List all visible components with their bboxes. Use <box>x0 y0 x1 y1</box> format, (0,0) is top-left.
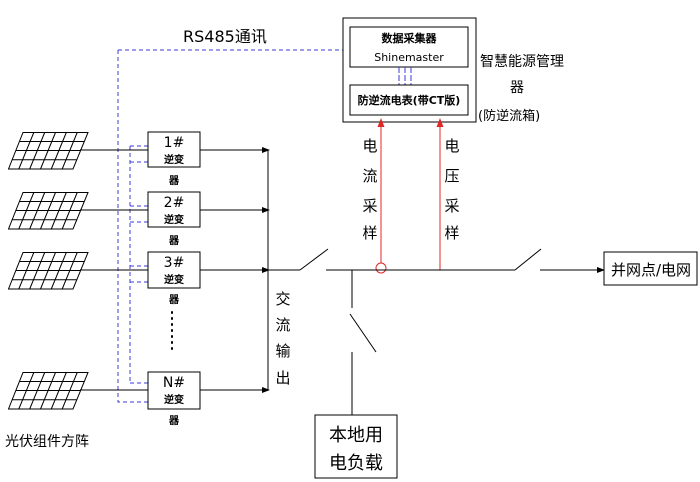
rs485-label: RS485通讯 <box>183 27 267 46</box>
rs485-inverter-taps <box>130 145 148 384</box>
ac-arrow-1 <box>262 147 270 153</box>
inverter-3-label-2: 器 <box>168 294 180 306</box>
inverter-3-box <box>147 251 201 289</box>
grid-breaker-switch <box>514 248 542 271</box>
ac-arrow-n <box>262 387 270 393</box>
inverter-1-label-2: 器 <box>168 175 180 187</box>
ac-output-char-3: 输 <box>275 342 290 360</box>
data-collector-model: Shinemaster <box>374 51 444 64</box>
voltage-sampling-char-4: 样 <box>444 224 459 242</box>
local-load-line2: 电负载 <box>329 453 383 474</box>
pv-panel-3 <box>9 253 89 290</box>
inverter-2-label-2: 器 <box>168 235 180 247</box>
current-sampling-arrow <box>377 118 385 127</box>
inverter-3-number: 3# <box>164 255 185 271</box>
energy-manager-name-line2: 器 <box>510 80 524 96</box>
collector-meter-link <box>398 67 412 85</box>
energy-manager-name-line3: (防逆流箱) <box>478 108 540 124</box>
load-breaker-switch <box>349 313 377 353</box>
pv-panel-n <box>9 373 89 410</box>
grid-arrow <box>597 267 605 273</box>
ac-arrow-2 <box>262 207 270 213</box>
inverter-2-box <box>147 191 201 228</box>
pv-array-label: 光伏组件方阵 <box>5 434 89 450</box>
voltage-sampling-char-3: 采 <box>444 197 459 215</box>
pv-panel-1 <box>9 133 89 170</box>
pv-dc-lines <box>80 149 148 391</box>
ct-sensor <box>375 262 387 274</box>
local-load-box <box>314 414 398 479</box>
inverter-n-box <box>147 371 201 410</box>
ac-output-char-2: 流 <box>275 316 290 334</box>
inverter-n-number: N# <box>163 375 185 391</box>
rs485-bus-left <box>117 50 148 403</box>
anti-backflow-meter-box <box>349 84 469 116</box>
inverter-3-label: 逆变 <box>164 273 184 286</box>
data-collector-title: 数据采集器 <box>382 31 438 45</box>
pv-panel-2 <box>9 193 89 230</box>
inverter-n-label-2: 器 <box>168 415 180 427</box>
current-sampling-char-4: 样 <box>362 224 377 242</box>
grid-label: 并网点/电网 <box>611 261 691 279</box>
ac-output-char-4: 出 <box>275 369 290 387</box>
inverter-1-box <box>147 131 201 168</box>
data-collector-box <box>349 26 469 68</box>
ac-output-lines <box>200 149 269 391</box>
current-sampling-char-3: 采 <box>362 197 377 215</box>
grid-box <box>603 251 698 286</box>
inverter-2-label: 逆变 <box>164 213 184 226</box>
voltage-sampling-char-2: 压 <box>444 167 459 185</box>
voltage-sampling-char-1: 电 <box>444 137 459 155</box>
inverter-2-number: 2# <box>164 195 185 211</box>
local-load-line1: 本地用 <box>329 425 383 446</box>
inverter-1-label: 逆变 <box>164 153 184 166</box>
main-breaker-switch <box>299 248 329 271</box>
inverter-1-number: 1# <box>164 135 185 151</box>
energy-manager-name-line1: 智慧能源管理 <box>480 54 564 70</box>
voltage-sampling-arrow <box>436 118 444 127</box>
ac-output-char-1: 交 <box>275 290 290 308</box>
anti-backflow-meter-label: 防逆流电表(带CT版) <box>358 93 461 107</box>
inverter-n-label: 逆变 <box>164 393 184 406</box>
ac-arrow-3 <box>262 267 270 273</box>
current-sampling-char-2: 流 <box>362 167 377 185</box>
current-sampling-char-1: 电 <box>362 137 377 155</box>
